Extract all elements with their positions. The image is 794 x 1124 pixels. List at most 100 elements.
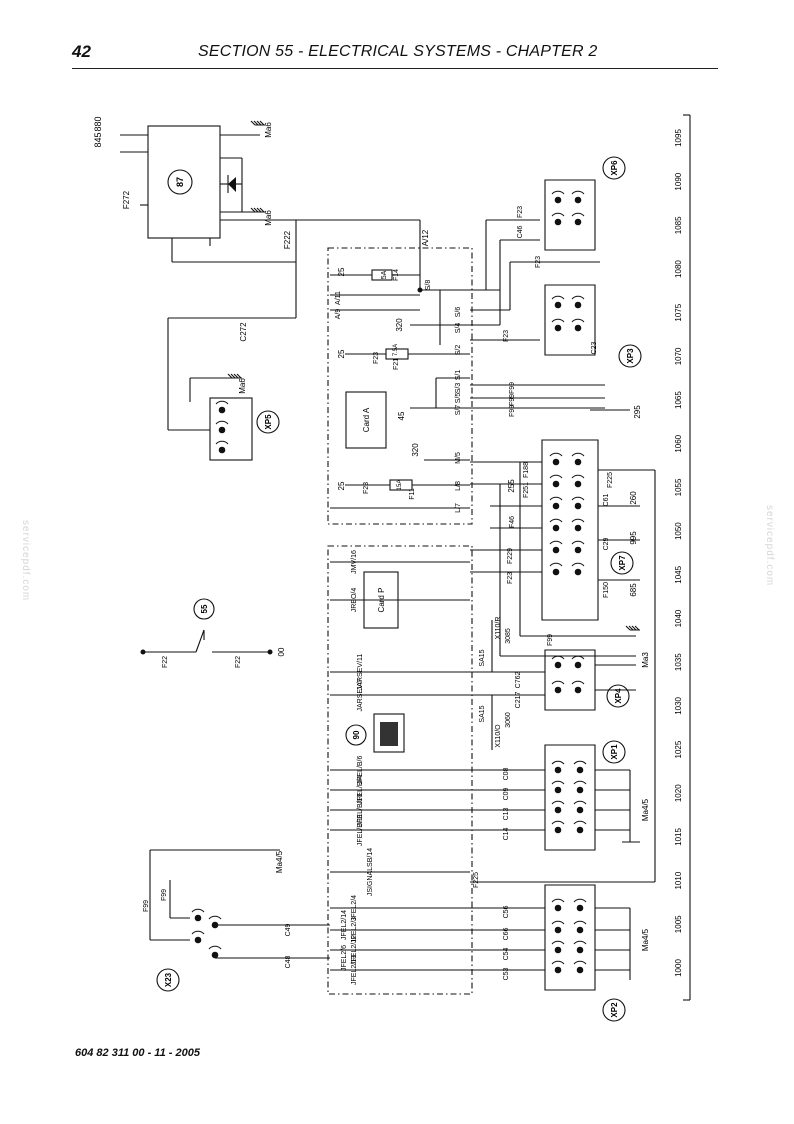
label-ma45-xp2: Ma4/5 (641, 928, 650, 951)
label-jmv16: JMV/16 (351, 550, 358, 574)
label-845: 845 (93, 132, 103, 147)
switch-55 (140, 598, 273, 655)
label-s3: S/3 (455, 383, 462, 394)
label-jfel23: JFEL2/3 (351, 917, 358, 943)
label-ma6-top: Ma6 (264, 122, 273, 138)
label-s4: S/4 (455, 323, 462, 334)
connector-xp6 (544, 156, 626, 251)
wire-c23: C23 (591, 341, 598, 354)
label-x110o: X110/O (495, 724, 502, 748)
fuse-f21-rating: 7.5A (393, 344, 399, 356)
label-25-low: 25 (337, 481, 346, 490)
label-a12: A/12 (421, 229, 430, 246)
label-295: 295 (633, 405, 642, 419)
xp3-label: XP3 (626, 348, 635, 364)
label-jfel213: JFEL2/13 (351, 955, 358, 985)
label-jfel24: JFEL2/4 (351, 895, 358, 921)
page-header: 42 SECTION 55 - ELECTRICAL SYSTEMS - CHA… (72, 42, 718, 69)
wire-c53: C53 (503, 967, 510, 980)
scale-tick-label: 1000 (674, 959, 683, 977)
wire-c14: C14 (503, 827, 510, 840)
footer-doc-ref: 604 82 311 00 - 11 - 2005 (75, 1047, 200, 1059)
label-3085: 3085 (505, 628, 512, 644)
scale-tick-label: 1025 (674, 740, 683, 758)
label-f222: F222 (283, 230, 292, 249)
scale-tick-label: 1095 (674, 129, 683, 147)
connector-x23 (149, 849, 330, 992)
wire-f99-2: F99 (509, 394, 516, 406)
label-45: 45 (397, 411, 406, 420)
wire-f22-left: F22 (162, 656, 169, 668)
x23-label: X23 (164, 972, 173, 987)
wire-f251: F251 (523, 482, 530, 498)
fuse-f21-label: F21 (393, 358, 400, 370)
label-995: 995 (629, 531, 638, 545)
scale-tick-label: 1085 (674, 216, 683, 234)
fuse-f11-rating: 15A (397, 480, 403, 491)
wire-f99-3: F99 (509, 405, 516, 417)
wire-c762: C762 (515, 672, 522, 689)
scale-tick-label: 1035 (674, 653, 683, 671)
card-a-wiring (330, 219, 630, 509)
wire-c29: C29 (603, 537, 610, 550)
scale-tick-label: 1060 (674, 434, 683, 452)
label-ma3: Ma3 (641, 652, 650, 668)
card-a-box (345, 391, 387, 449)
label-ma6-xp5: Ma6 (238, 378, 247, 394)
label-s2: S/2 (455, 345, 462, 356)
wire-c66: C66 (503, 927, 510, 940)
scale-tick-label: 1020 (674, 784, 683, 802)
wire-f23-low: F23 (363, 482, 370, 494)
watermark-right: servicepdf.com (764, 505, 775, 587)
component-90 (345, 713, 405, 753)
label-sa15-a: SA15 (479, 649, 486, 666)
label-jreo4: JREO/4 (351, 588, 358, 613)
label-a11: A/11 (335, 291, 342, 305)
page-number: 42 (72, 42, 91, 61)
label-l7: L/7 (455, 503, 462, 513)
wire-f99-x23a: F99 (143, 900, 150, 912)
scale-tick-label: 1080 (674, 260, 683, 278)
label-jfel214: JFEL2/14 (341, 910, 348, 940)
fuse-f11-label: F11 (409, 488, 416, 500)
label-jfel811: JFEL/B/11 (357, 814, 364, 846)
fuse-f14-rating: 5A (381, 270, 388, 279)
card-p-wiring (330, 561, 545, 971)
fuse-f14-label: F14 (393, 269, 400, 281)
label-685: 685 (629, 583, 638, 597)
label-jarsev7: JARSEV/7 (357, 678, 364, 711)
label-jsignalsb14: JSIGNALSB/14 (367, 848, 374, 896)
wire-c09: C09 (503, 787, 510, 800)
connector-xp3 (544, 284, 642, 368)
wire-f225-top: F225 (607, 472, 614, 488)
label-880: 880 (93, 116, 103, 131)
connector-xp7 (470, 439, 656, 883)
scale-tick-label: 1050 (674, 522, 683, 540)
label-ma6-mid: Ma6 (264, 210, 273, 226)
label-255: 255 (507, 479, 516, 493)
scale-tick-label: 1055 (674, 478, 683, 496)
label-a9: A/9 (335, 309, 342, 320)
wire-c54: C54 (503, 947, 510, 960)
wire-f99-x23b: F99 (161, 889, 168, 901)
scale-tick-label: 1045 (674, 565, 683, 583)
wire-f23-xp6: F23 (517, 206, 524, 218)
wire-c46: C46 (517, 225, 524, 238)
wire-f99-1: F99 (509, 382, 516, 394)
label-320-b: 320 (411, 443, 420, 457)
relay-87-label: 87 (175, 177, 185, 187)
label-s1: S/1 (455, 370, 462, 381)
card-a-label: Card A (362, 407, 371, 432)
wire-f22-right: F22 (235, 656, 242, 668)
label-260: 260 (629, 491, 638, 505)
xp7-label: XP7 (618, 555, 627, 571)
ground-symbols (227, 120, 265, 379)
scale-bar (683, 114, 691, 1001)
label-l8: L/8 (455, 481, 462, 491)
scale-tick-label: 1005 (674, 915, 683, 933)
label-x110r: X110/R (495, 617, 502, 640)
label-jfel26: JFEL2/6 (341, 945, 348, 971)
wire-f225-low: F225 (473, 872, 480, 888)
label-320-a: 320 (395, 318, 404, 332)
